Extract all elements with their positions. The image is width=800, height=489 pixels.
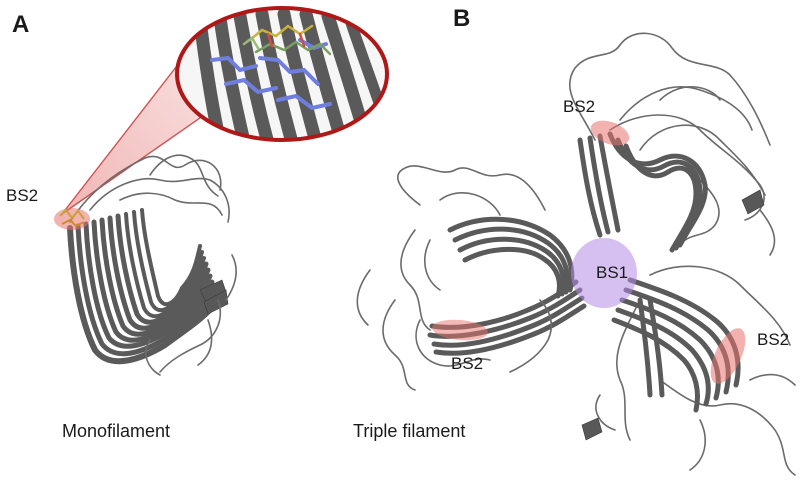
beta-sheet-bundle — [67, 208, 221, 365]
bs2-label-top: BS2 — [563, 97, 595, 116]
panel-a-letter: A — [12, 11, 29, 38]
caption-b: Triple filament — [353, 421, 465, 441]
zoom-inset — [175, 6, 389, 142]
bs1-label: BS1 — [596, 263, 628, 282]
bs2-label-a: BS2 — [6, 186, 38, 205]
bs1-highlight — [571, 238, 637, 308]
monofilament-structure — [54, 154, 238, 376]
panel-b-letter: B — [453, 5, 470, 32]
bs2-label-left: BS2 — [451, 354, 483, 373]
panel-b: B — [353, 5, 796, 476]
arm-top — [569, 32, 776, 256]
zoom-inset-border — [175, 6, 389, 142]
caption-a: Monofilament — [62, 421, 170, 441]
zoom-inset-content — [177, 8, 387, 140]
triple-filament-structure — [356, 32, 796, 476]
bs2-highlight-top — [590, 120, 630, 146]
bs2-highlight-right — [710, 328, 746, 384]
ligand-a — [59, 208, 85, 228]
bs2-label-right: BS2 — [757, 330, 789, 349]
bs2-highlight-left — [432, 319, 488, 341]
panel-a: A — [6, 6, 389, 441]
ligand-inset — [242, 24, 332, 56]
